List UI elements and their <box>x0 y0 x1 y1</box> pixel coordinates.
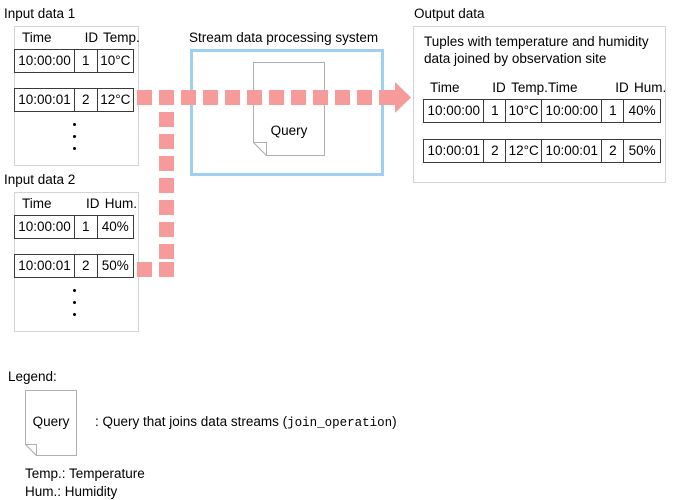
output-description-line-1: Tuples with temperature and humidity <box>424 34 649 49</box>
cell-id-2: 2 <box>602 140 625 162</box>
cell-id: 2 <box>75 255 98 277</box>
cell-time: 10:00:00 <box>15 50 75 72</box>
cell-hum: 40% <box>628 103 656 118</box>
legend-query-desc-code: join_operation <box>287 416 393 430</box>
cell-id: 2 <box>484 140 507 162</box>
table-row: 10:00:01 2 50% <box>14 254 134 278</box>
cell-time: 10:00:01 <box>424 140 485 162</box>
flow-dash <box>181 90 196 105</box>
flow-dash <box>291 90 306 105</box>
flow-dash <box>159 112 174 127</box>
table-row: 10:00:01 2 12°C <box>14 88 134 112</box>
cell-temp: 10°C <box>100 53 131 68</box>
query-document-label: Query <box>270 123 308 138</box>
cell-id: 1 <box>484 100 507 122</box>
output-description-line-2: data joined by observation site <box>424 51 607 66</box>
flow-arrowhead-icon <box>379 82 411 113</box>
column-header-time: Time <box>22 30 52 45</box>
column-header-time: Time <box>430 80 460 95</box>
flow-dash <box>335 90 350 105</box>
flow-dash <box>159 222 174 237</box>
cell-id: 2 <box>75 89 98 111</box>
flow-dash <box>159 156 174 171</box>
column-header-temp: Temp. <box>103 30 140 45</box>
cell-time: 10:00:00 <box>424 100 485 122</box>
flow-dash <box>203 90 218 105</box>
column-header-temp: Temp. <box>511 80 548 95</box>
flow-dash <box>159 262 174 277</box>
legend-query-desc-suffix: ) <box>392 414 397 429</box>
flow-dash <box>313 90 328 105</box>
flow-dash <box>159 244 174 259</box>
column-header-id: ID <box>86 196 100 211</box>
flow-dash <box>137 262 152 277</box>
cell-time-2: 10:00:01 <box>542 140 603 162</box>
table-row: 10:00:01 2 12°C 10:00:01 2 50% <box>423 139 661 163</box>
column-header-time: Time <box>22 196 52 211</box>
cell-hum: 50% <box>628 143 656 158</box>
cell-time: 10:00:00 <box>15 216 75 238</box>
table-row: 10:00:00 1 10°C <box>14 49 134 73</box>
input-data-2-title: Input data 2 <box>4 172 76 187</box>
legend-query-document-icon <box>25 390 77 456</box>
legend-query-description: : Query that joins data streams (join_op… <box>95 413 397 432</box>
output-data-title: Output data <box>414 6 485 21</box>
input-data-1-header-row: Time ID Temp. <box>22 30 140 46</box>
flow-dash <box>225 90 240 105</box>
column-header-id: ID <box>492 80 506 95</box>
flow-dash <box>247 90 262 105</box>
cell-temp: 12°C <box>506 140 542 162</box>
column-header-hum: Hum. <box>104 196 137 211</box>
cell-time: 10:00:01 <box>15 255 75 277</box>
flow-dash <box>159 200 174 215</box>
legend-abbrev-temp: Temp.: Temperature <box>25 466 145 481</box>
cell-time-2: 10:00:00 <box>542 100 603 122</box>
legend-query-icon-label: Query <box>32 414 70 429</box>
stream-system-title: Stream data processing system <box>189 30 379 45</box>
flow-dash <box>137 90 152 105</box>
table-row: 10:00:00 1 40% <box>14 215 134 239</box>
flow-dash <box>269 90 284 105</box>
legend-query-desc-prefix: : Query that joins data streams ( <box>95 414 288 429</box>
input-data-2-header-row: Time ID Hum. <box>22 196 137 212</box>
cell-time: 10:00:01 <box>15 89 75 111</box>
column-header-id-2: ID <box>615 80 629 95</box>
input-data-1-title: Input data 1 <box>4 6 76 21</box>
cell-hum: 40% <box>101 219 129 234</box>
legend-abbrev-hum: Hum.: Humidity <box>25 484 118 499</box>
output-header-row: Time ID Temp. Time ID Hum. <box>430 80 667 96</box>
column-header-time-2: Time <box>548 80 578 95</box>
cell-id: 1 <box>75 50 98 72</box>
flow-dash <box>159 134 174 149</box>
column-header-hum: Hum. <box>634 80 667 95</box>
flow-dash <box>357 90 372 105</box>
cell-id: 1 <box>75 216 98 238</box>
legend-heading: Legend: <box>8 369 57 384</box>
cell-temp: 12°C <box>100 92 131 107</box>
query-document-icon <box>253 62 325 156</box>
input-data-2-continuation-dots <box>69 289 79 316</box>
cell-hum: 50% <box>101 258 129 273</box>
flow-dash <box>159 178 174 193</box>
flow-dash <box>159 90 174 105</box>
cell-temp: 10°C <box>506 100 542 122</box>
input-data-1-continuation-dots <box>69 123 79 150</box>
column-header-id: ID <box>84 30 99 45</box>
cell-id-2: 1 <box>602 100 625 122</box>
table-row: 10:00:00 1 10°C 10:00:00 1 40% <box>423 99 661 123</box>
